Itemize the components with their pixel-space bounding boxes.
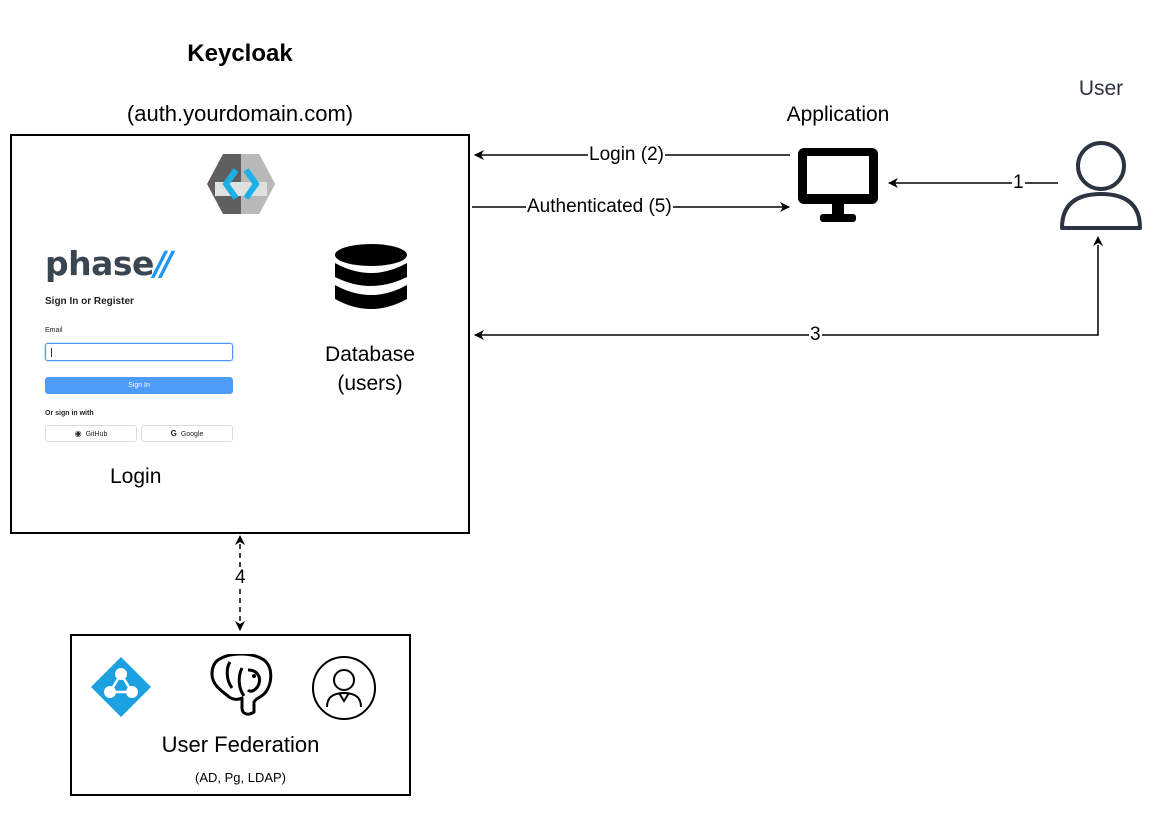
database-label: Database (users) — [300, 340, 440, 398]
authenticated-edge-label: Authenticated (5) — [526, 196, 673, 218]
step1-edge-label: 1 — [1012, 172, 1025, 194]
step4-edge-label: 4 — [234, 567, 247, 589]
login-label: Login — [110, 465, 162, 488]
keycloak-logo-icon — [207, 154, 275, 214]
email-label: Email — [45, 327, 63, 334]
keycloak-domain: (auth.yourdomain.com) — [126, 101, 354, 126]
ldap-user-icon — [312, 656, 376, 720]
github-icon: ◉ — [74, 429, 82, 438]
database-icon — [335, 244, 407, 309]
keycloak-title: Keycloak — [187, 40, 293, 67]
database-label-line1: Database — [325, 343, 415, 366]
database-label-line2: (users) — [337, 372, 403, 395]
phase-brand-text: phase — [45, 244, 154, 283]
signin-button[interactable]: Sign In — [45, 377, 233, 394]
application-label: Application — [786, 103, 890, 126]
google-label: Google — [180, 431, 204, 438]
postgresql-icon — [210, 654, 273, 716]
active-directory-icon — [91, 657, 151, 717]
login-edge-label: Login (2) — [588, 144, 665, 166]
email-input[interactable] — [45, 343, 233, 361]
github-label: GitHub — [85, 431, 108, 438]
monitor-icon — [798, 148, 878, 222]
step3-edge-label: 3 — [809, 324, 822, 346]
github-button[interactable]: ◉GitHub — [45, 425, 137, 442]
user-federation-title: User Federation — [161, 732, 320, 757]
user-label: User — [1078, 77, 1124, 100]
alt-signin-label: Or sign in with — [45, 410, 94, 417]
google-icon: G — [170, 429, 177, 438]
user-icon — [1060, 141, 1142, 230]
signin-heading: Sign In or Register — [45, 296, 134, 307]
step3-arrow — [474, 236, 1103, 340]
user-federation-subtitle: (AD, Pg, LDAP) — [194, 770, 287, 785]
